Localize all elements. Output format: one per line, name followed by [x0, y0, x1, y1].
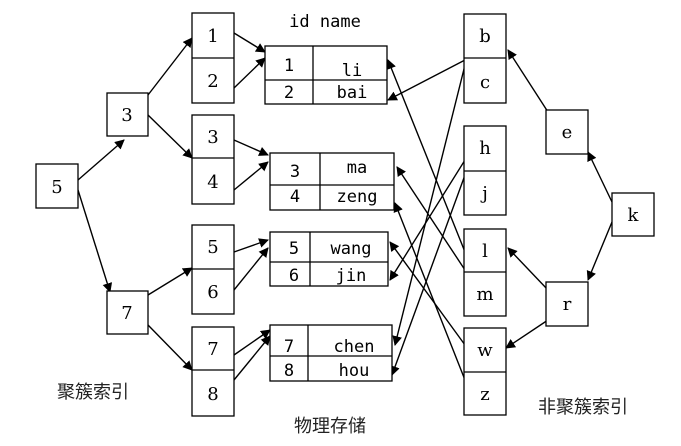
physical-storage-label: 物理存储 [294, 416, 366, 437]
row-name: li [342, 61, 362, 81]
clustered-node-7-label: 7 [121, 303, 132, 324]
edge-leaf4-row3 [233, 161, 269, 191]
edge-leaf3-row3 [233, 139, 269, 156]
leaf-label: b [479, 26, 491, 47]
edge-5-7 [77, 189, 113, 293]
edge-e-b [507, 49, 549, 113]
row-name: zeng [337, 187, 378, 207]
row-id: 1 [284, 56, 294, 76]
edge-j-hou [390, 174, 466, 376]
row-id: 3 [290, 162, 300, 182]
row-id: 4 [290, 187, 300, 207]
edge-leaf7-row7 [233, 329, 271, 356]
leaf-label: 8 [207, 384, 218, 405]
edge-5-3 [77, 139, 125, 181]
edge-leaf2-row1 [233, 57, 266, 89]
clustered-index: 5 3 7 1 2 3 4 5 6 7 8 聚簇索引 [35, 12, 235, 417]
edge-r-l [507, 247, 549, 291]
row-id: 8 [284, 361, 294, 381]
edge-c-chen [392, 64, 466, 346]
edge-z-zeng [393, 202, 466, 381]
edge-k-e [587, 151, 613, 203]
leaf-label: 3 [207, 127, 218, 148]
edge-leaf5-row5 [233, 238, 269, 253]
leaf-label: z [480, 384, 489, 405]
edge-leaf8-row7 [233, 335, 271, 381]
row-id: 2 [284, 83, 294, 103]
nonclustered-root-node [611, 192, 655, 237]
leaf-label: m [476, 284, 493, 305]
nonclustered-node-r-label: r [563, 294, 572, 315]
clustered-leaf-3-4 [191, 114, 235, 205]
nonclustered-node-e [545, 109, 589, 155]
leaf-label: 2 [207, 71, 218, 92]
row-name: ma [347, 158, 367, 178]
leaf-label: 1 [207, 26, 218, 47]
edge-7-5 [147, 267, 193, 296]
row-block-7-8 [269, 324, 393, 382]
leaf-label: 4 [207, 172, 218, 193]
edge-leaf1-row1 [233, 32, 266, 53]
leaf-label: h [479, 138, 491, 159]
edge-m-ma [396, 166, 466, 271]
row-name: hou [339, 361, 370, 381]
nonclustered-root-label: k [628, 205, 640, 226]
row-name: jin [336, 266, 367, 286]
leaf-label: 7 [207, 339, 218, 360]
clustered-node-3-label: 3 [121, 105, 132, 126]
edge-3-4 [147, 114, 193, 159]
leaf-label: w [477, 340, 493, 361]
row-name: bai [337, 83, 368, 103]
edge-w-wang [389, 241, 466, 346]
row-id: 6 [289, 266, 299, 286]
edges [77, 32, 613, 381]
leaf-label: c [480, 72, 490, 93]
clustered-node-3 [106, 92, 149, 137]
leaf-label: l [482, 241, 488, 262]
nonclustered-node-r [545, 281, 589, 327]
row-block-5-6 [269, 231, 389, 287]
row-name: wang [331, 239, 372, 259]
nonclustered-node-e-label: e [562, 122, 573, 143]
edge-r-w [505, 319, 549, 349]
row-block-1-2 [264, 45, 388, 105]
leaf-label: j [480, 183, 488, 204]
column-header: id name [289, 12, 361, 32]
row-block-3-4 [269, 152, 395, 211]
row-id: 5 [289, 239, 299, 259]
nonclustered-index-label: 非聚簇索引 [538, 397, 628, 418]
clustered-root-node [35, 163, 79, 209]
edge-leaf6-row5 [233, 247, 269, 291]
clustered-leaf-7-8 [191, 326, 235, 417]
clustered-index-label: 聚簇索引 [57, 382, 129, 403]
edge-7-8 [147, 324, 193, 371]
row-name: chen [334, 337, 375, 357]
edge-b-bai [387, 59, 466, 101]
edge-3-1 [147, 37, 193, 96]
leaf-label: 5 [207, 237, 218, 258]
physical-storage: id name 1 li 2 bai 3 ma 4 zeng 5 wang 6 … [264, 12, 395, 437]
row-id: 7 [284, 337, 294, 357]
edge-l-li [386, 59, 466, 253]
leaf-label: 6 [207, 282, 218, 303]
clustered-node-7 [106, 290, 149, 335]
edge-k-r [586, 221, 613, 281]
clustered-root-label: 5 [51, 177, 62, 198]
nonclustered-index: k e r b c h j l m w z 非聚簇索引 [463, 13, 655, 418]
